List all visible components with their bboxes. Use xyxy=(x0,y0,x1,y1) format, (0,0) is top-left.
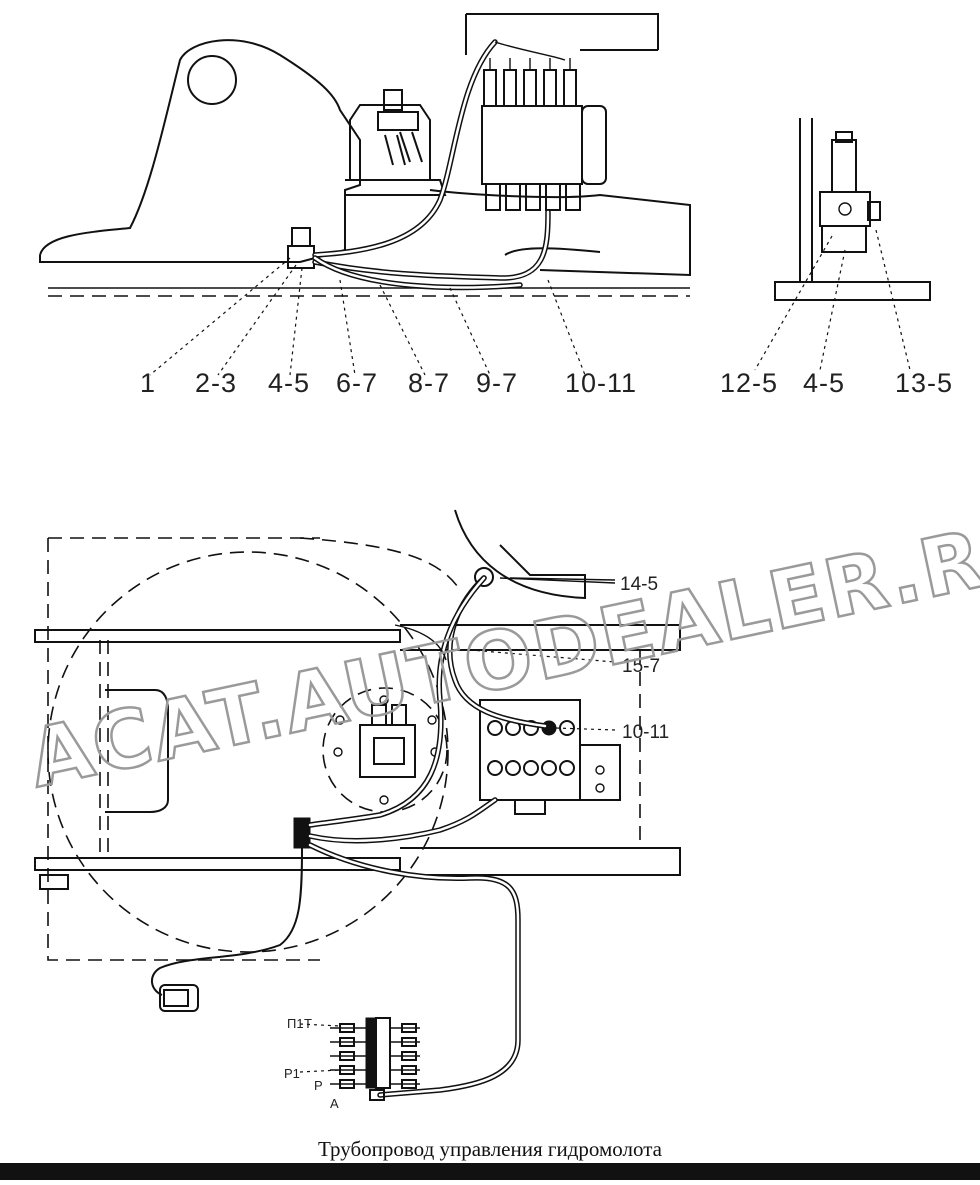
hoses-top-view xyxy=(312,39,566,291)
label-9-7: 9-7 xyxy=(476,368,518,398)
valve-port-labels: П1 Т Р Р1 A xyxy=(284,1016,339,1111)
label-12-5: 12-5 xyxy=(720,368,778,398)
bottom-border xyxy=(0,1163,980,1180)
side-view-labels: 12-5 4-5 13-5 xyxy=(720,368,953,398)
plan-view xyxy=(34,509,681,1012)
leaders-top xyxy=(149,257,586,376)
top-view-labels: 1 2-3 4-5 6-7 8-7 9-7 10-11 xyxy=(140,368,637,398)
label-2-3: 2-3 xyxy=(195,368,237,398)
watermark: ACAT.AUTODEALER.RU xyxy=(20,497,980,807)
label-p: Р xyxy=(314,1078,323,1093)
diagram-caption: Трубопровод управления гидромолота xyxy=(318,1137,662,1161)
label-t: Т xyxy=(304,1016,312,1031)
label-p1-lower: Р1 xyxy=(284,1066,300,1081)
label-4-5-side: 4-5 xyxy=(803,368,845,398)
pilot-manifold xyxy=(299,1017,420,1101)
detail-side-view xyxy=(754,118,931,371)
label-6-7: 6-7 xyxy=(336,368,378,398)
control-valve-top xyxy=(481,58,607,211)
label-a: A xyxy=(330,1096,339,1111)
hoses-plan-view xyxy=(151,575,548,1098)
label-15-7: 15-7 xyxy=(622,656,660,677)
boom-side-view xyxy=(39,39,691,297)
label-14-5: 14-5 xyxy=(620,574,658,595)
top-frame xyxy=(465,13,659,55)
label-1: 1 xyxy=(140,368,156,398)
watermark-text: ACAT.AUTODEALER.RU xyxy=(21,498,980,805)
leaders-plan xyxy=(469,577,616,731)
label-10-11: 10-11 xyxy=(565,368,637,398)
valve-ports-bottom-row xyxy=(487,760,575,776)
plan-view-labels: 14-5 15-7 10-11 xyxy=(620,574,669,743)
label-4-5: 4-5 xyxy=(268,368,310,398)
label-10-11-plan: 10-11 xyxy=(622,722,669,743)
label-13-5: 13-5 xyxy=(895,368,953,398)
label-8-7: 8-7 xyxy=(408,368,450,398)
label-p1: П1 xyxy=(287,1016,304,1031)
